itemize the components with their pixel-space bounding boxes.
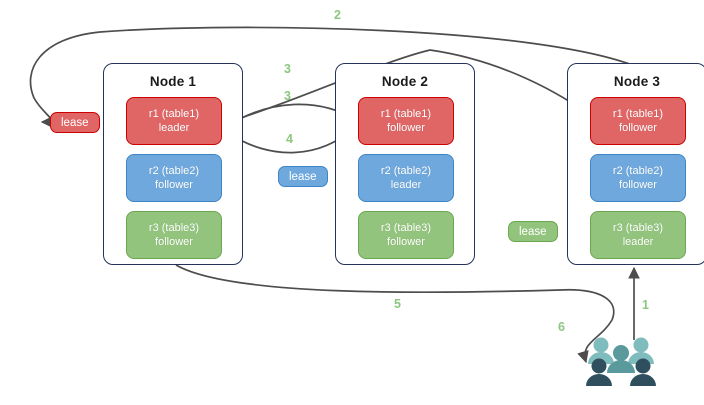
replica-r3[interactable]: r3 (table3) follower	[358, 211, 454, 259]
replica-role: follower	[155, 179, 193, 191]
node-title: Node 2	[381, 74, 429, 89]
replica-name: r3 (table3)	[148, 222, 200, 234]
replica-name: r1 (table1)	[380, 108, 432, 120]
node-card-3[interactable]: Node 3 r1 (table1) follower r2 (table2) …	[567, 63, 704, 265]
replica-role: leader	[390, 179, 422, 191]
replica-role: follower	[387, 122, 425, 134]
replica-r2[interactable]: r2 (table2) leader	[358, 154, 454, 202]
node-title: Node 3	[613, 74, 661, 89]
replica-r3[interactable]: r3 (table3) leader	[590, 211, 686, 259]
replica-r1[interactable]: r1 (table1) follower	[590, 97, 686, 145]
lease-badge-red[interactable]: lease	[50, 112, 100, 133]
node-card-1[interactable]: Node 1 r1 (table1) leader r2 (table2) fo…	[103, 63, 243, 265]
edge-label-2: 2	[334, 8, 341, 22]
replica-role: follower	[619, 179, 657, 191]
replica-role: leader	[622, 236, 654, 248]
replica-role: follower	[619, 122, 657, 134]
replica-name: r2 (table2)	[380, 165, 432, 177]
lease-badge-blue[interactable]: lease	[278, 166, 328, 187]
edge-label-4: 4	[286, 132, 293, 146]
replica-name: r3 (table3)	[612, 222, 664, 234]
replica-r3[interactable]: r3 (table3) follower	[126, 211, 222, 259]
edge-label-6: 6	[558, 320, 565, 334]
edge-label-3-upper: 3	[284, 62, 291, 76]
edge-2-path	[29, 26, 641, 128]
replica-r2[interactable]: r2 (table2) follower	[590, 154, 686, 202]
replica-role: follower	[387, 236, 425, 248]
replica-name: r3 (table3)	[380, 222, 432, 234]
replica-role: follower	[155, 236, 193, 248]
replica-name: r2 (table2)	[612, 165, 664, 177]
edge-label-3-lower: 3	[284, 89, 291, 103]
replica-name: r1 (table1)	[612, 108, 664, 120]
replica-name: r1 (table1)	[148, 108, 200, 120]
replica-name: r2 (table2)	[148, 165, 200, 177]
node-title: Node 1	[149, 74, 197, 89]
edge-label-5: 5	[394, 297, 401, 311]
edge-label-1: 1	[642, 298, 649, 312]
edge-5-path	[175, 264, 615, 321]
replica-r2[interactable]: r2 (table2) follower	[126, 154, 222, 202]
replica-role: leader	[158, 122, 190, 134]
lease-badge-green[interactable]: lease	[508, 221, 558, 242]
edge-6-path	[577, 319, 613, 364]
node-card-2[interactable]: Node 2 r1 (table1) follower r2 (table2) …	[335, 63, 475, 265]
replica-r1[interactable]: r1 (table1) follower	[358, 97, 454, 145]
users-group-icon	[586, 337, 656, 386]
replica-r1[interactable]: r1 (table1) leader	[126, 97, 222, 145]
